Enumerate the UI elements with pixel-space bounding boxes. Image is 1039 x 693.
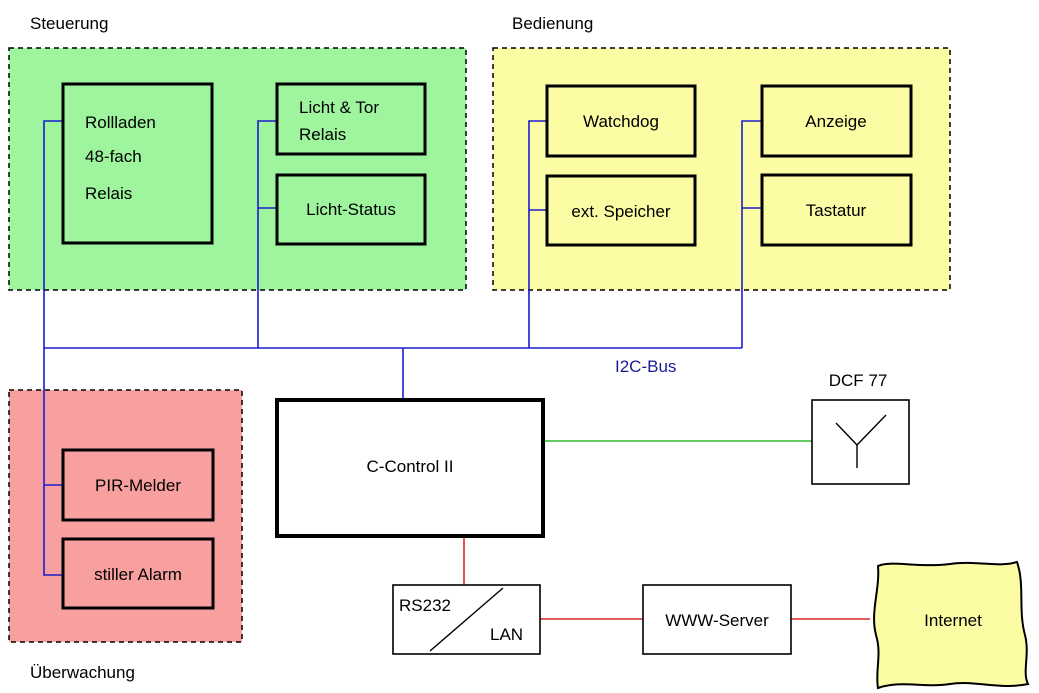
- ext-speicher-label: ext. Speicher: [571, 202, 671, 221]
- tastatur-label: Tastatur: [806, 201, 867, 220]
- licht-tor-relais-box: [275, 82, 427, 156]
- watchdog-box: [545, 84, 697, 158]
- rollladen-relais-box: [61, 82, 214, 245]
- i2c-bus-lines: [43, 120, 762, 576]
- c-control-box: [275, 398, 545, 538]
- rollladen-line3: Relais: [85, 184, 132, 203]
- pir-melder-box: [61, 448, 215, 522]
- stiller-alarm-label: stiller Alarm: [94, 565, 182, 584]
- anzeige-box: [760, 84, 913, 158]
- converter-bottom-label: LAN: [490, 625, 523, 644]
- rollladen-line1: Rollladen: [85, 113, 156, 132]
- bedienung-title: Bedienung: [512, 14, 593, 33]
- pir-melder-label: PIR-Melder: [95, 476, 181, 495]
- dcf-antenna-box: [811, 399, 910, 485]
- dcf-label: DCF 77: [829, 371, 888, 390]
- rollladen-line2: 48-fach: [85, 147, 142, 166]
- antenna-icon: [835, 414, 887, 468]
- internet-cloud: [873, 560, 1030, 690]
- internet-label: Internet: [924, 611, 982, 630]
- bedienung-group: [492, 47, 951, 291]
- i2c-bus-label: I2C-Bus: [615, 357, 676, 376]
- steuerung-title: Steuerung: [30, 14, 108, 33]
- www-server-label: WWW-Server: [665, 611, 769, 630]
- www-server-box: [642, 584, 792, 655]
- licht-status-box: [275, 173, 427, 246]
- ueberwachung-title: Überwachung: [30, 663, 135, 682]
- stiller-alarm-box: [61, 537, 215, 610]
- watchdog-label: Watchdog: [583, 112, 659, 131]
- licht-status-label: Licht-Status: [306, 200, 396, 219]
- converter-diagonal: [429, 587, 504, 652]
- licht-tor-line2: Relais: [299, 125, 346, 144]
- anzeige-label: Anzeige: [805, 112, 866, 131]
- licht-tor-line1: Licht & Tor: [299, 98, 379, 117]
- c-control-label: C-Control II: [367, 457, 454, 476]
- converter-top-label: RS232: [399, 596, 451, 615]
- tastatur-box: [760, 173, 913, 247]
- ext-speicher-box: [545, 174, 697, 247]
- lan-link-lines: [463, 536, 870, 620]
